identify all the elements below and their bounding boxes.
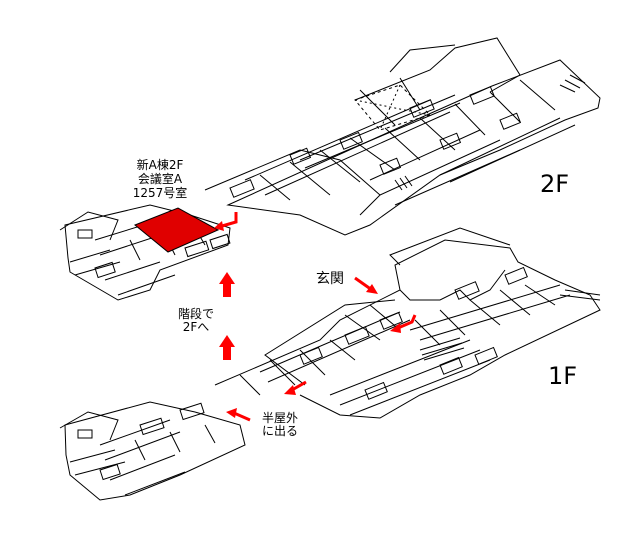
outside-note-line1: 半屋外 [261, 411, 298, 425]
floor-plan-1f [214, 227, 601, 419]
route-arrows [214, 212, 417, 422]
up-arrow-upper [219, 272, 235, 297]
floor-label-2f: 2F [540, 170, 570, 198]
arrow-1f-outdoor [226, 408, 251, 422]
target-building-floor: 新A棟2F [136, 158, 184, 172]
stairs-note-line1: 階段で [177, 307, 214, 321]
floor-plan-2f-west-wing [59, 204, 231, 301]
target-room-number: 1257号室 [132, 186, 188, 200]
arrow-1f-corridor [284, 380, 307, 395]
outside-note-line2: に出る [261, 424, 298, 438]
stairs-note-line2: 2Fへ [182, 320, 210, 334]
up-arrow-lower [219, 335, 235, 360]
floor-label-1f: 1F [548, 362, 578, 390]
arrow-entrance [354, 276, 378, 294]
target-room-label: 新A棟2F 会議室A 1257号室 [120, 158, 200, 200]
arrow-2f-to-room [214, 212, 238, 231]
stairs-note: 階段で 2Fへ [172, 308, 220, 334]
outside-note: 半屋外 に出る [255, 412, 305, 438]
target-room-name: 会議室A [137, 172, 183, 186]
floor-plan-2f [204, 37, 601, 236]
arrow-1f-lobby [390, 314, 417, 333]
target-room-1257 [134, 207, 220, 253]
entrance-label: 玄関 [316, 271, 344, 287]
floor-plan-1f-west-wing [59, 401, 246, 501]
